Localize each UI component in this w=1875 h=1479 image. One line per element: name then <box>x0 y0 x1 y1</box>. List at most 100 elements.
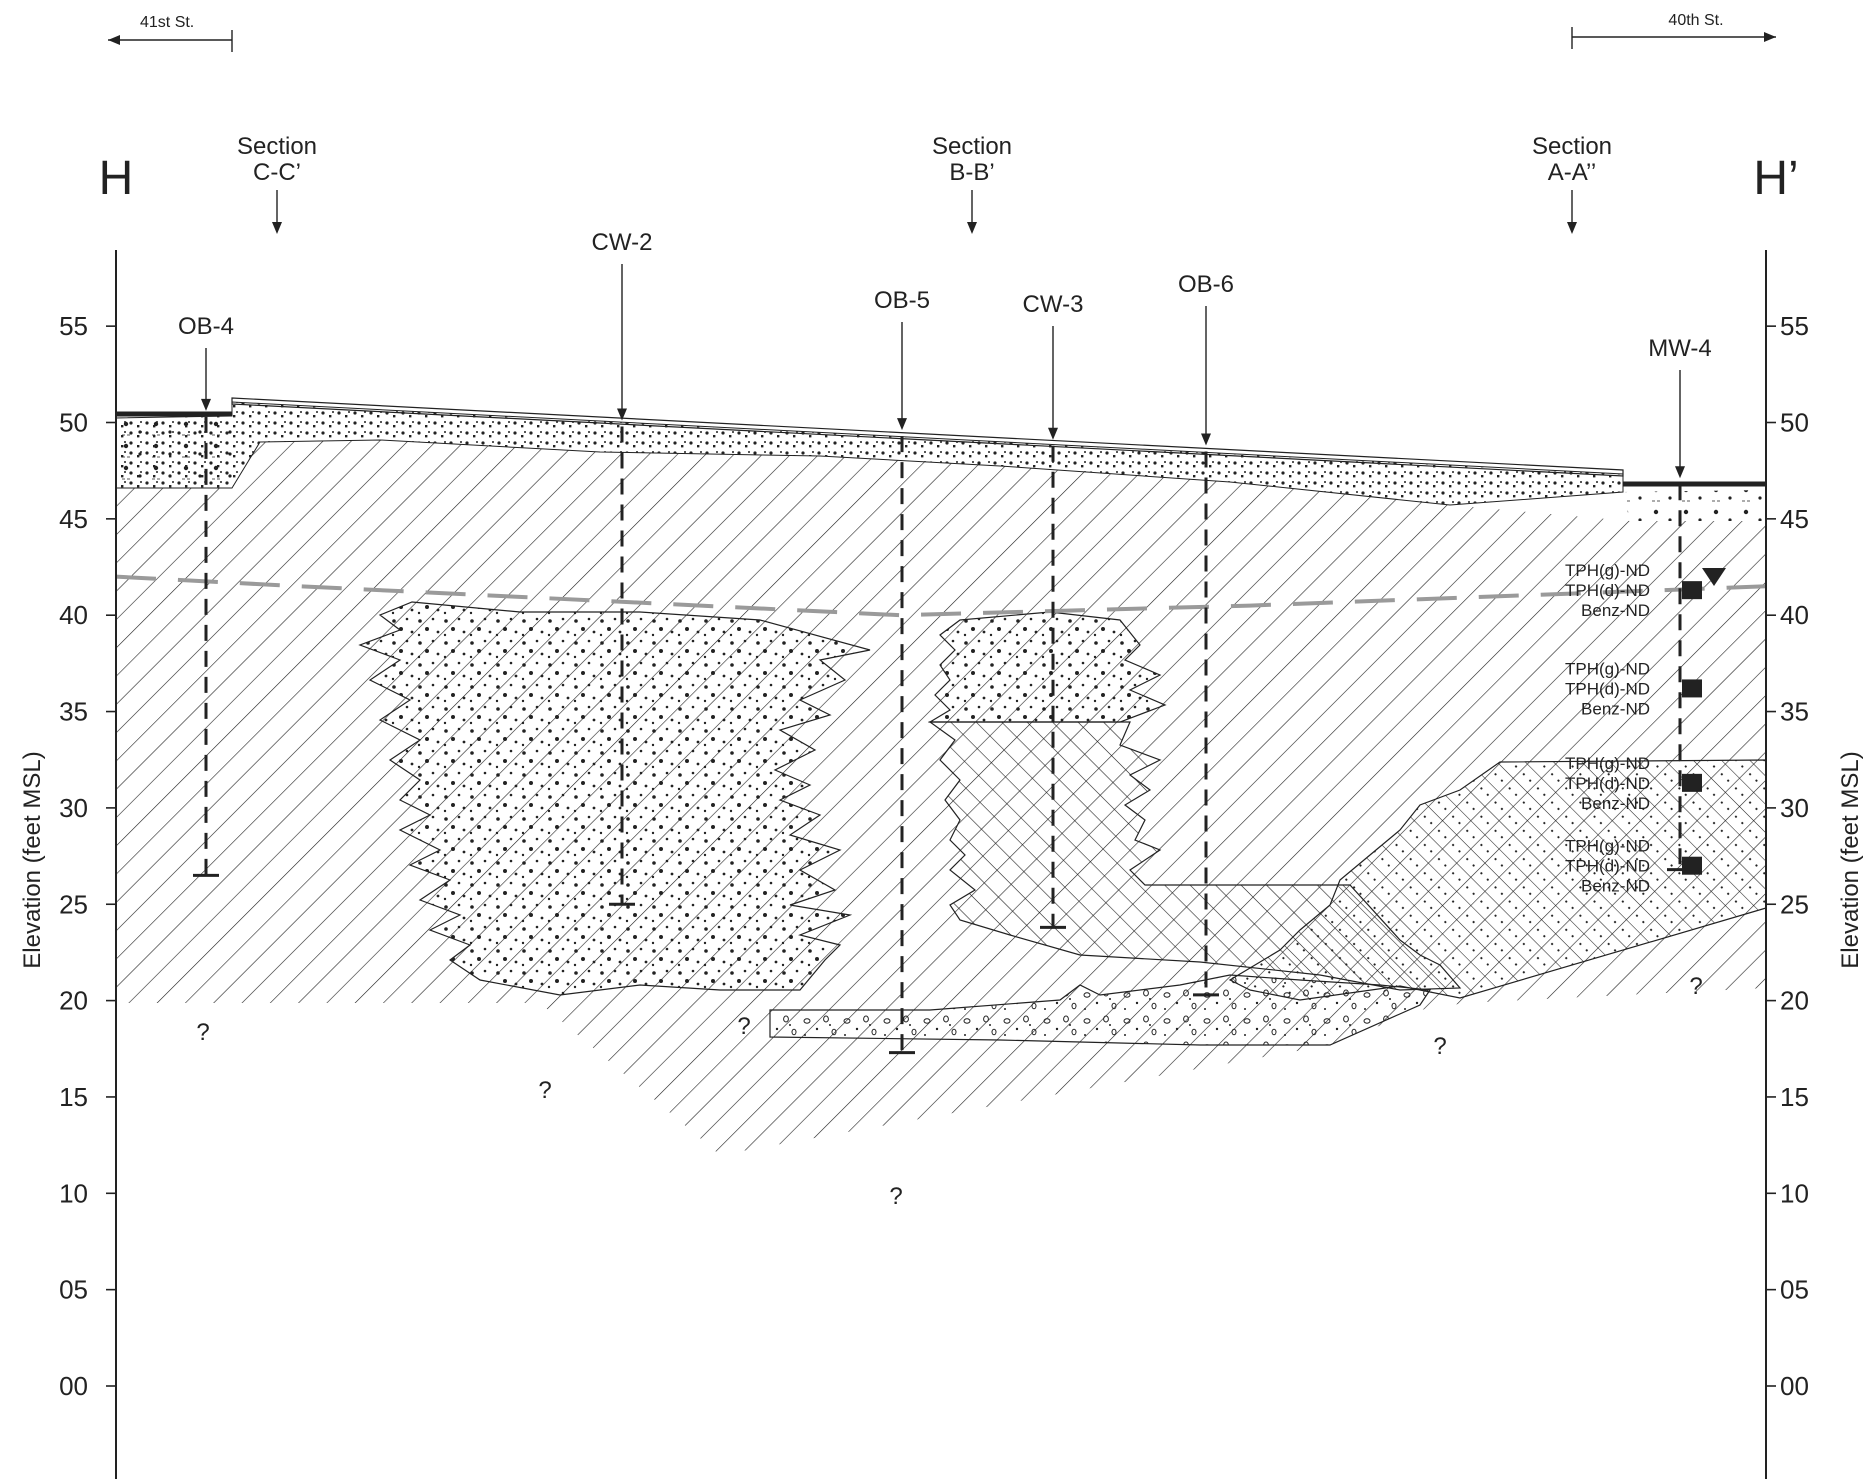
svg-text:Section: Section <box>932 133 1012 160</box>
sample-marker <box>1682 679 1702 698</box>
boring-cw-2: CW-2 <box>592 229 653 906</box>
sample-result-line: TPH(g)-ND <box>1565 754 1650 773</box>
svg-text:A-A’’: A-A’’ <box>1548 159 1596 186</box>
axis-tick-label-left: 40 <box>59 600 88 630</box>
boring-arrowhead <box>1048 427 1058 440</box>
sample-results: TPH(g)-NDTPH(d)-NDBenz-NDTPH(g)-NDTPH(d)… <box>1565 561 1702 896</box>
boring-label: CW-2 <box>592 229 653 256</box>
sample-result-line: Benz-ND <box>1581 601 1650 620</box>
axis-tick-label-right: 30 <box>1780 793 1809 823</box>
svg-text:Section: Section <box>1532 133 1612 160</box>
boring-ob-4: OB-4 <box>178 313 234 877</box>
boring-label: CW-3 <box>1023 291 1084 318</box>
svg-text:Section: Section <box>237 133 317 160</box>
axis-tick-label-right: 35 <box>1780 697 1809 727</box>
section-ref-a: Section A-A’’ <box>1532 133 1612 234</box>
water-table-line <box>115 574 1767 618</box>
boring-arrowhead <box>201 398 211 411</box>
svg-text:C-C’: C-C’ <box>253 159 301 186</box>
axis-tick-label-left: 05 <box>59 1275 88 1305</box>
axis-tick-label-left: 00 <box>59 1371 88 1401</box>
borings: OB-4 CW-2OB-5 CW-3 OB-6MW-4 <box>178 229 1712 1055</box>
sample-result-line: Benz-ND <box>1581 794 1650 813</box>
section-end-right: H’ <box>1753 152 1798 205</box>
axis-tick-label-left: 20 <box>59 986 88 1016</box>
sand-lens-large <box>358 601 871 996</box>
boring-label: MW-4 <box>1648 335 1712 362</box>
boring-arrowhead <box>1201 433 1211 446</box>
boring-label: OB-4 <box>178 313 234 340</box>
sample-result-line: TPH(g)-ND <box>1565 561 1650 580</box>
axis-tick-label-left: 10 <box>59 1178 88 1208</box>
sample-marker <box>1682 773 1702 792</box>
axis-tick-label-left: 50 <box>59 408 88 438</box>
sample-result-line: TPH(d)-ND <box>1565 774 1650 793</box>
boring-arrowhead <box>897 418 907 431</box>
axis-tick-label-right: 15 <box>1780 1082 1809 1112</box>
asphalt-surface <box>231 397 1624 477</box>
gravel-lens <box>769 974 1432 1046</box>
axis-tick-label-right: 05 <box>1780 1275 1809 1305</box>
boring-arrowhead <box>1675 466 1685 479</box>
street-marker-40th: 40th St. <box>1571 12 1776 49</box>
sample-result-line: Benz-ND <box>1581 699 1650 718</box>
axis-tick-label-right: 55 <box>1780 311 1809 341</box>
sand-lens-upper <box>927 611 1167 723</box>
svg-text:B-B’: B-B’ <box>949 159 994 186</box>
section-ref-b: Section B-B’ <box>932 133 1012 234</box>
axis-tick-label-right: 10 <box>1780 1178 1809 1208</box>
axis-tick-label-right: 50 <box>1780 408 1809 438</box>
axis-tick-label-left: 25 <box>59 889 88 919</box>
unknown-mark: ? <box>1433 1033 1446 1060</box>
axis-tick-label-left: 35 <box>59 697 88 727</box>
boring-label: OB-5 <box>874 287 930 314</box>
axis-tick-label-left: 15 <box>59 1082 88 1112</box>
unknown-mark: ? <box>196 1019 209 1046</box>
axis-tick-label-right: 45 <box>1780 504 1809 534</box>
axis-tick-label-right: 25 <box>1780 889 1809 919</box>
boring-arrowhead <box>617 408 627 421</box>
base-fill-right <box>1623 490 1766 521</box>
unknown-mark: ? <box>889 1183 902 1210</box>
sample-result-line: Benz-ND <box>1581 877 1650 896</box>
sample-result-line: TPH(g)-ND <box>1565 659 1650 678</box>
clay-lens <box>928 721 1462 991</box>
street-label-40th: 40th St. <box>1668 12 1723 29</box>
sample-result-line: TPH(g)-ND <box>1565 837 1650 856</box>
axis-tick-label-left: 30 <box>59 793 88 823</box>
elevation-axis-label-left: Elevation (feet MSL) <box>19 751 46 968</box>
sample-result-line: TPH(d)-ND <box>1565 857 1650 876</box>
street-marker-41st: 41st St. <box>108 14 233 52</box>
axis-tick-label-right: 20 <box>1780 986 1809 1016</box>
geologic-units <box>115 397 1767 1155</box>
unknown-mark: ? <box>737 1013 750 1040</box>
boring-label: OB-6 <box>1178 271 1234 298</box>
street-label-41st: 41st St. <box>140 14 194 31</box>
boring-mw-4: MW-4 <box>1648 335 1712 872</box>
section-end-left: H <box>99 152 134 205</box>
boring-ob-6: OB-6 <box>1178 271 1234 997</box>
unknown-mark: ? <box>1689 973 1702 1000</box>
sample-result-line: TPH(d)-ND <box>1565 679 1650 698</box>
unknown-mark: ? <box>538 1077 551 1104</box>
axis-tick-label-left: 45 <box>59 504 88 534</box>
boring-cw-3: CW-3 <box>1023 291 1084 929</box>
water-table-symbol <box>1702 568 1726 586</box>
unknown-marks: ? ? ? ? ? ? <box>196 973 1702 1210</box>
boring-ob-5: OB-5 <box>874 287 930 1055</box>
axis-tick-label-right: 40 <box>1780 600 1809 630</box>
section-ref-c: Section C-C’ <box>237 133 317 234</box>
elevation-axes: 55 55 50 50 45 45 40 40 35 35 30 30 25 25 20 20 15 15 10 10… <box>59 250 1809 1479</box>
axis-tick-label-left: 55 <box>59 311 88 341</box>
base-fill-left <box>116 418 232 488</box>
sample-result-line: TPH(d)-ND <box>1565 581 1650 600</box>
axis-tick-label-right: 00 <box>1780 1371 1809 1401</box>
sample-marker <box>1682 581 1702 600</box>
elevation-axis-label-right: Elevation (feet MSL) <box>1837 751 1864 968</box>
sample-marker <box>1682 856 1702 875</box>
